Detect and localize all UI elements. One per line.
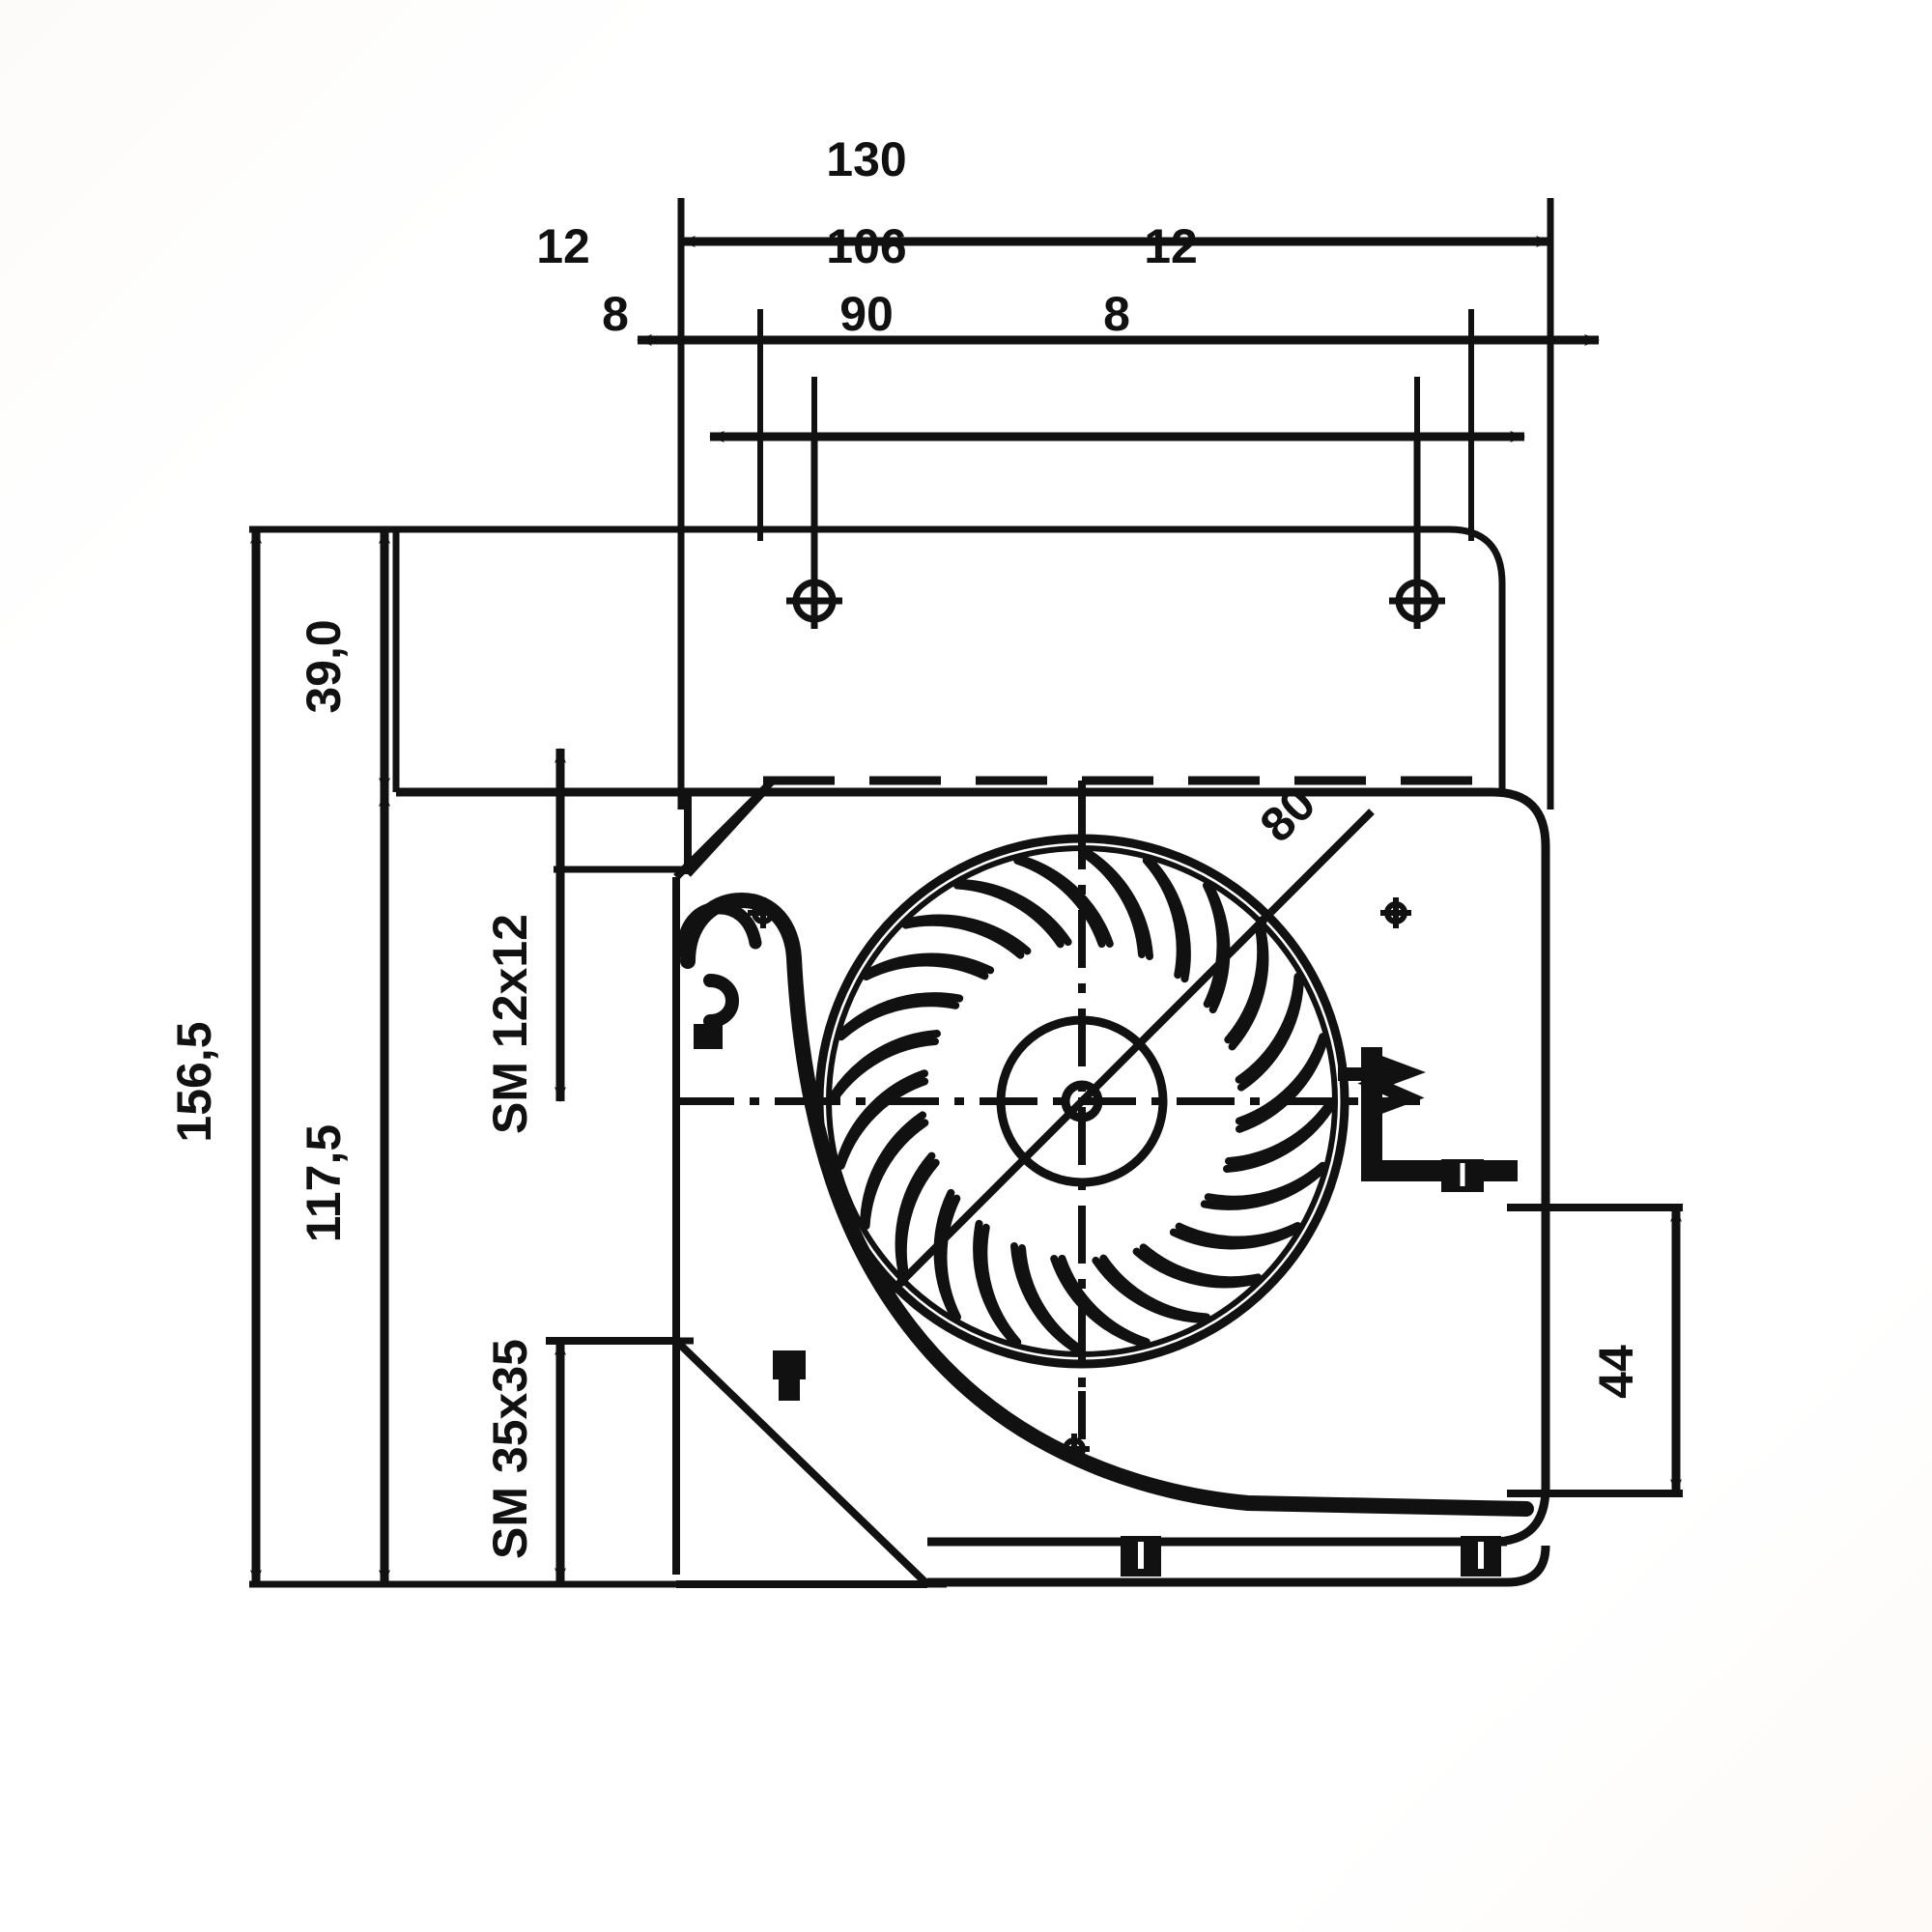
dim-label-117-5: 117,5 xyxy=(297,1124,351,1242)
dim-label-130: 130 xyxy=(826,132,906,186)
diameter-leader-80 xyxy=(890,909,1274,1293)
volute-spiral xyxy=(680,892,1534,1517)
dim-label-12-left: 12 xyxy=(536,219,590,273)
housing-base-corner xyxy=(1506,1545,1550,1587)
dim-label-39-0: 39,0 xyxy=(297,619,351,713)
dim-label-106: 106 xyxy=(826,219,906,273)
chamfer-diagonal xyxy=(673,778,776,880)
left-dimension-group xyxy=(249,526,947,1588)
diameter-leader-extension xyxy=(1268,809,1375,915)
scroll-housing-outline xyxy=(546,776,1550,1588)
dim-label-90: 90 xyxy=(839,287,894,341)
mounting-hole-left xyxy=(786,573,842,629)
dim-label-156-5: 156,5 xyxy=(167,1021,221,1142)
right-dimension-44 xyxy=(1507,1204,1683,1497)
cutoff-inner-notch xyxy=(703,974,740,1028)
note-label-sm-12x12: SM 12x12 xyxy=(483,914,537,1134)
top-dimension-group xyxy=(637,198,1600,810)
housing-bottom-left-diagonal xyxy=(673,1338,930,1587)
volute-cutoff-tongue xyxy=(676,901,762,958)
flange-corner-right xyxy=(1448,526,1506,792)
housing-right-wall xyxy=(1492,787,1550,1547)
dim-label-44: 44 xyxy=(1589,1345,1643,1399)
note-label-sm-35x35: SM 35x35 xyxy=(483,1339,537,1559)
inlet-flange-outline xyxy=(392,526,1506,810)
volute-clip-lower2 xyxy=(779,1379,800,1401)
housing-hole-top-right xyxy=(1380,897,1411,928)
mounting-hole-right xyxy=(1389,573,1445,629)
dim-label-12-right: 12 xyxy=(1144,219,1198,273)
dim-label-8-left: 8 xyxy=(602,287,629,341)
volute-clip-left xyxy=(694,1024,723,1049)
impeller-assembly xyxy=(782,809,1381,1391)
dim-label-80: 80 xyxy=(1250,777,1326,853)
bottom-foot-group xyxy=(927,1536,1550,1587)
dimension-text-group: 130 106 12 12 90 8 8 156,5 117,5 39,0 SM… xyxy=(167,132,1643,1559)
dim-label-8-right: 8 xyxy=(1103,287,1130,341)
right-outlet-bracket xyxy=(1338,1047,1518,1192)
volute-clip-lower xyxy=(773,1350,806,1379)
